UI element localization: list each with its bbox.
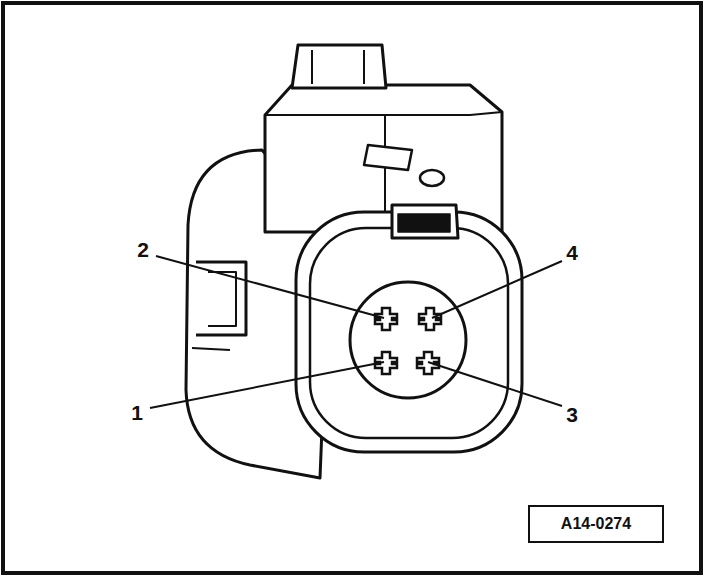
pin-terminal [419,308,441,330]
front-face-inner [310,228,508,438]
callout-number: 1 [131,402,143,423]
top-block [265,85,502,232]
lock-tab [392,205,458,238]
callout-number: 2 [137,239,149,260]
top-latch [292,45,386,88]
leader-line [428,362,562,406]
top-hole [420,170,444,186]
leader-line [432,261,562,318]
side-latch [208,272,236,326]
figure-code: A14-0274 [561,515,631,533]
top-edge [265,112,502,115]
top-latch [312,50,364,84]
callout-number: 3 [566,404,578,425]
pin-terminal [375,308,397,330]
side-edge [192,348,230,350]
front-face [296,212,522,452]
pin-carrier [350,282,466,398]
frame-border [3,3,701,573]
lock-tab [398,214,450,232]
reference-box: A14-0274 [528,505,664,543]
leader-line [156,256,384,318]
leader-line [150,362,384,408]
top-slot [364,145,412,170]
leader-lines [150,256,562,408]
callout-number: 4 [566,242,578,263]
connector-housing [186,45,522,478]
